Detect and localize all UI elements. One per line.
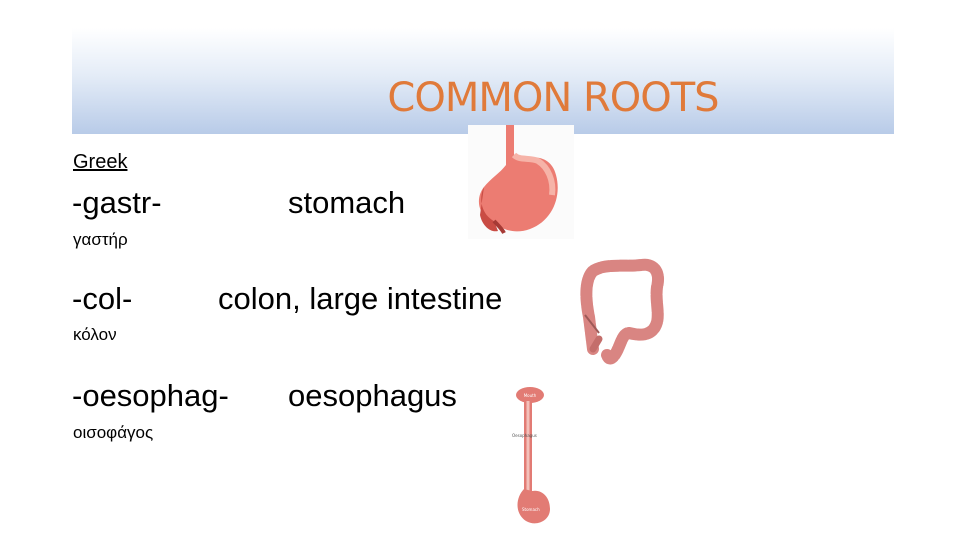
root-term: -gastr- — [72, 185, 162, 220]
diagram-label-oesophagus: Oesophagus — [512, 433, 537, 438]
stomach-illustration-icon — [468, 125, 574, 239]
colon-illustration-icon — [580, 258, 664, 365]
root-meaning: oesophagus — [288, 378, 457, 413]
root-term: -oesophag- — [72, 378, 229, 413]
greek-word: κόλον — [73, 325, 117, 344]
diagram-label-mouth: Mouth — [524, 393, 537, 398]
greek-word: οισοφάγος — [73, 423, 154, 442]
page-title: COMMON ROOTS — [387, 75, 719, 121]
root-term: -col- — [72, 281, 133, 316]
section-label: Greek — [73, 151, 128, 173]
title-banner: COMMON ROOTS — [72, 28, 894, 134]
digestive-tract-diagram-icon: Mouth Oesophagus Stomach — [512, 387, 550, 524]
root-meaning: stomach — [288, 185, 406, 220]
greek-word: γαστήρ — [73, 230, 128, 249]
root-meaning: colon, large intestine — [218, 281, 503, 316]
diagram-label-stomach: Stomach — [522, 507, 540, 512]
